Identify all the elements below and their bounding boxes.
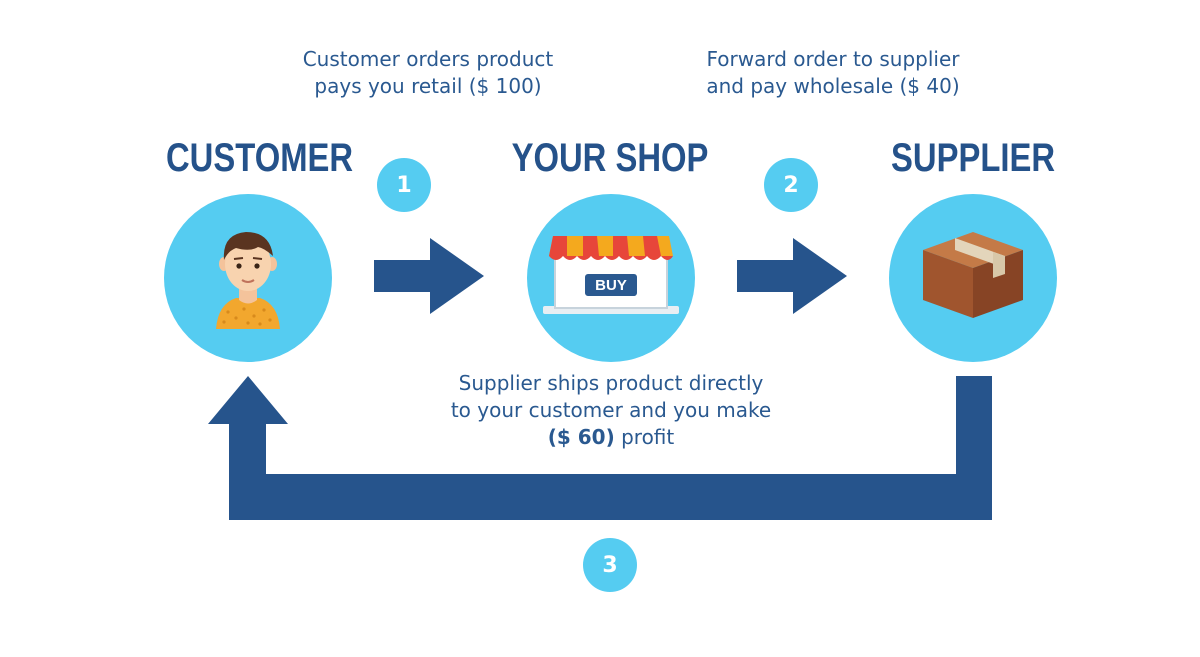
arrow-to-shop <box>374 238 484 314</box>
step1-caption-line1: Customer orders product <box>302 47 554 71</box>
step-1-badge: 1 <box>377 158 431 212</box>
supplier-title: SUPPLIER <box>891 136 1056 180</box>
buy-sign: BUY <box>595 277 627 294</box>
step2-caption-line1: Forward order to supplier <box>706 47 960 71</box>
profit-word: profit <box>614 425 675 449</box>
step1-caption: Customer orders product pays you retail … <box>278 46 578 100</box>
person-icon <box>216 232 280 329</box>
profit-amount: ($ 60) <box>547 425 615 449</box>
package-box-icon <box>923 232 1023 318</box>
step3-caption-line3: ($ 60) profit <box>431 424 791 451</box>
step3-caption-line2: to your customer and you make <box>450 398 772 422</box>
customer-node <box>164 194 332 362</box>
step-2-badge: 2 <box>764 158 818 212</box>
step2-caption-line2: and pay wholesale ($ 40) <box>706 74 960 98</box>
arrow-to-supplier <box>737 238 847 314</box>
step2-caption: Forward order to supplier and pay wholes… <box>683 46 983 100</box>
step1-caption-line2: pays you retail ($ 100) <box>314 74 542 98</box>
step3-caption-line1: Supplier ships product directly <box>458 371 764 395</box>
shop-title: YOUR SHOP <box>511 136 709 180</box>
return-arrow-to-customer <box>208 376 992 520</box>
shop-node: BUY <box>527 194 695 362</box>
customer-title: CUSTOMER <box>166 136 354 180</box>
step-3-badge: 3 <box>583 538 637 592</box>
storefront-icon: BUY <box>543 236 679 314</box>
supplier-node <box>889 194 1057 362</box>
step3-caption: Supplier ships product directly to your … <box>431 370 791 451</box>
